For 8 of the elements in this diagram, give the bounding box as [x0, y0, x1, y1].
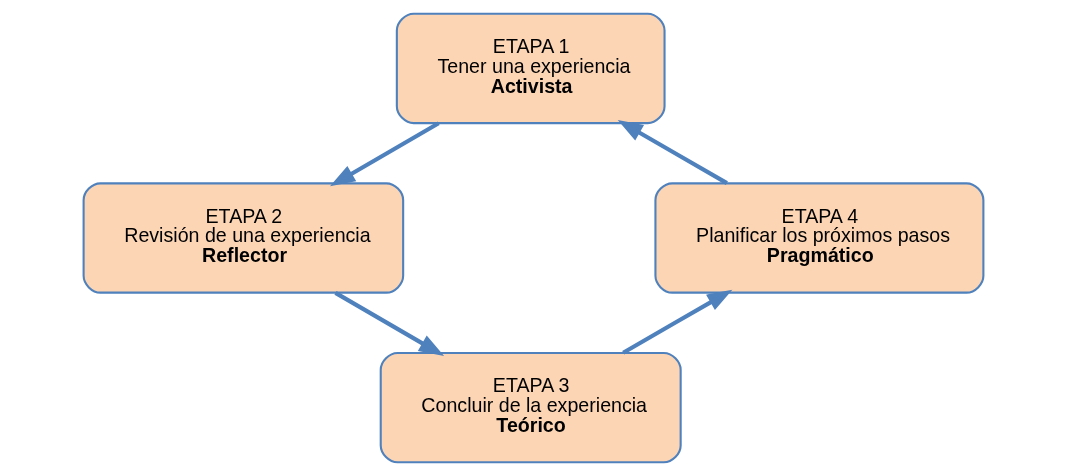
node-box: ETAPA 1 Tener una experiencia Activista	[395, 12, 666, 125]
arrow	[617, 120, 728, 185]
node-box: ETAPA 3 Concluir de la experiencia Teórico	[379, 351, 682, 464]
node-box: ETAPA 4 Planificar los próximos pasos Pragmático	[654, 182, 985, 294]
arrow	[622, 289, 733, 355]
arrow	[334, 291, 445, 356]
arrow	[329, 121, 440, 187]
node-box: ETAPA 2 Revisión de una experiencia Reflector	[82, 182, 405, 294]
